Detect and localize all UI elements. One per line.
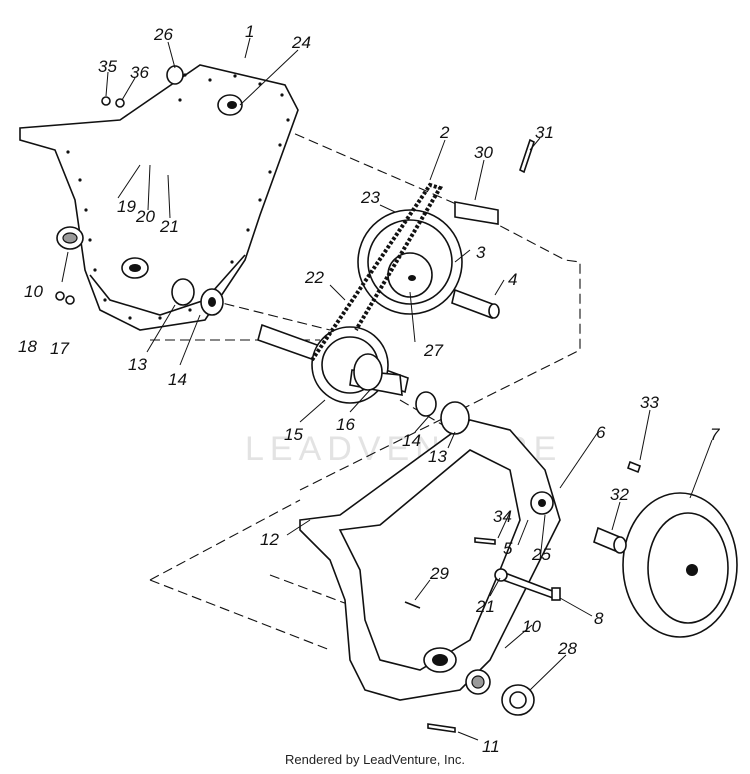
callout-21-bottom: 21 [475,597,495,616]
bearing-left [56,226,84,250]
callout-21-top: 21 [159,217,179,236]
bearing-right [465,669,491,695]
lower-sprocket [311,326,403,404]
bearing-washers-lower [171,278,470,435]
callout-15: 15 [284,425,303,444]
callout-35: 35 [98,57,117,76]
drive-chain [310,182,444,362]
callout-10-left: 10 [24,282,43,301]
callout-2: 2 [439,123,450,142]
callout-31: 31 [535,123,554,142]
callout-4: 4 [508,270,517,289]
callout-12: 12 [260,530,279,549]
callout-17: 17 [50,339,69,358]
small-fasteners [55,65,641,733]
cap-nut [501,684,535,716]
upper-housing-half [19,64,299,331]
callout-28: 28 [557,639,577,658]
callout-22: 22 [304,268,324,287]
callout-33: 33 [640,393,659,412]
callout-23: 23 [360,188,380,207]
callout-14-left: 14 [168,370,187,389]
callout-25: 25 [531,545,551,564]
callout-leaders [61,37,713,741]
footer-credit: Rendered by LeadVenture, Inc. [285,752,465,767]
callout-5: 5 [503,539,513,558]
callout-13-right: 13 [428,447,447,466]
callout-11: 11 [482,737,500,756]
callout-19: 19 [117,197,136,216]
callout-8: 8 [594,609,604,628]
callout-34: 34 [493,507,512,526]
callout-14-right: 14 [402,431,421,450]
lower-housing-half [299,419,561,701]
callout-26: 26 [153,25,173,44]
callout-27: 27 [423,341,443,360]
hex-bolt [494,568,561,601]
callout-18: 18 [18,337,37,356]
callout-13-left: 13 [128,355,147,374]
spacer-tube [451,288,500,320]
pulley-bushing [593,526,627,554]
sprocket-shaft [454,138,535,225]
callout-10-right: 10 [522,617,541,636]
drive-pulley [622,492,738,638]
callout-20: 20 [135,207,155,226]
callout-32: 32 [610,485,629,504]
callout-7: 7 [710,425,720,444]
callout-36: 36 [130,63,149,82]
callout-30: 30 [474,143,493,162]
callout-16: 16 [336,415,355,434]
callout-24: 24 [291,33,311,52]
callout-3: 3 [476,243,486,262]
callout-labels: 1 2 3 4 5 6 7 8 10 10 11 12 13 13 14 14 … [18,22,720,756]
upper-sprocket [357,209,463,315]
callout-29: 29 [429,564,449,583]
callout-1: 1 [245,22,254,41]
callout-6: 6 [596,423,606,442]
